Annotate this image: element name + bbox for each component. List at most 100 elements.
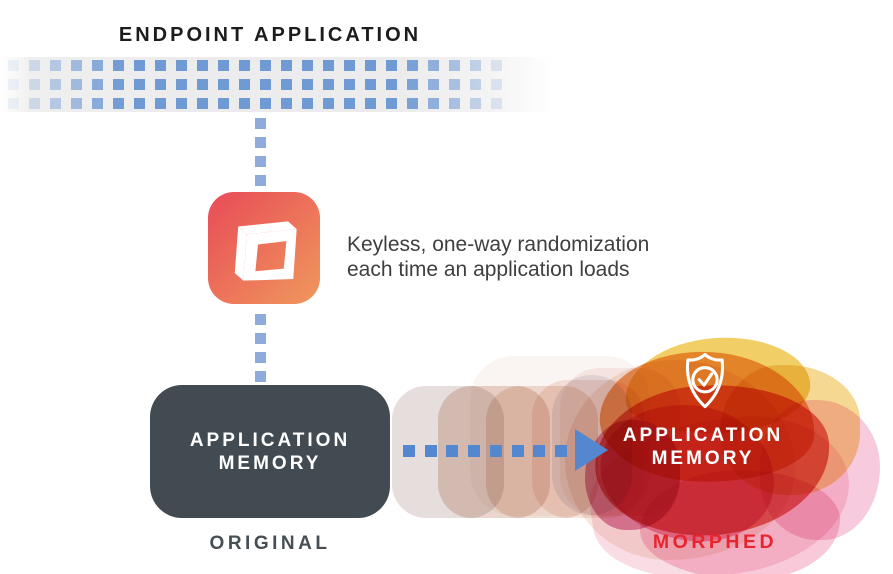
dot [344,79,355,90]
dot [386,60,397,71]
dot [134,79,145,90]
dot [260,79,271,90]
dot [239,79,250,90]
dot [255,314,266,325]
morphed-label: MORPHED [652,531,778,553]
dot [302,60,313,71]
dot [365,60,376,71]
dot [449,79,460,90]
endpoint-application-title: ENDPOINT APPLICATION [118,24,422,46]
dot [260,98,271,109]
dot [512,445,524,457]
dot [323,79,334,90]
dot [281,60,292,71]
dot [134,98,145,109]
dot [255,352,266,363]
dot [50,79,61,90]
dot [490,445,502,457]
original-label: ORIGINAL [209,533,331,554]
dot [255,333,266,344]
dot [428,79,439,90]
morphed-memory-box: APPLICATION MEMORY [598,424,808,470]
dot [71,60,82,71]
dot [428,98,439,109]
dot [344,60,355,71]
dot [50,98,61,109]
dot [386,98,397,109]
dot [255,371,266,382]
dot [113,79,124,90]
original-box-line-1: APPLICATION [189,429,351,451]
dot [281,98,292,109]
dot [155,98,166,109]
dot [8,98,19,109]
dot [260,60,271,71]
caption-line-1: Keyless, one-way randomization [347,233,650,256]
dot [428,60,439,71]
original-memory-box: APPLICATION MEMORY [150,385,390,518]
dot [71,98,82,109]
dot [323,98,334,109]
dot [239,98,250,109]
dot [29,60,40,71]
dot [29,79,40,90]
dot [281,79,292,90]
caption-line-2: each time an application loads [347,258,630,281]
dot [197,98,208,109]
dot [218,60,229,71]
dot [491,79,502,90]
dot [533,445,545,457]
dot [302,79,313,90]
shield-check-icon [678,350,732,416]
dot [255,175,266,186]
morphisec-frame-icon [234,221,297,281]
dot [176,98,187,109]
blob-pink-bottom [640,470,840,574]
dot [491,60,502,71]
dot [407,79,418,90]
dot [255,118,266,129]
dot [470,98,481,109]
dot [239,60,250,71]
dot [92,98,103,109]
dot [176,79,187,90]
dot [403,445,415,457]
morphisec-app-icon [208,192,320,304]
dot [176,60,187,71]
dot [113,60,124,71]
dot [71,79,82,90]
dot [155,60,166,71]
dot [218,98,229,109]
dot [92,60,103,71]
dot [29,98,40,109]
morphed-box-line-1: APPLICATION [622,425,784,446]
dot [555,445,567,457]
dot [8,60,19,71]
original-box-line-2: MEMORY [218,452,322,474]
dot [197,60,208,71]
dot [255,137,266,148]
dot [344,98,355,109]
dot [218,79,229,90]
morphed-box-line-2: MEMORY [651,448,755,469]
dot [425,445,437,457]
dot [134,60,145,71]
dot [491,98,502,109]
dot [407,98,418,109]
dot [407,60,418,71]
dot [155,79,166,90]
dot [468,445,480,457]
dot [113,98,124,109]
dot [449,98,460,109]
dot [50,60,61,71]
dot [302,98,313,109]
dot [197,79,208,90]
arrow-head-icon [575,429,608,471]
dot [365,79,376,90]
caption: Keyless, one-way randomization each time… [347,232,667,282]
dot [449,60,460,71]
dot [255,156,266,167]
dot [8,79,19,90]
